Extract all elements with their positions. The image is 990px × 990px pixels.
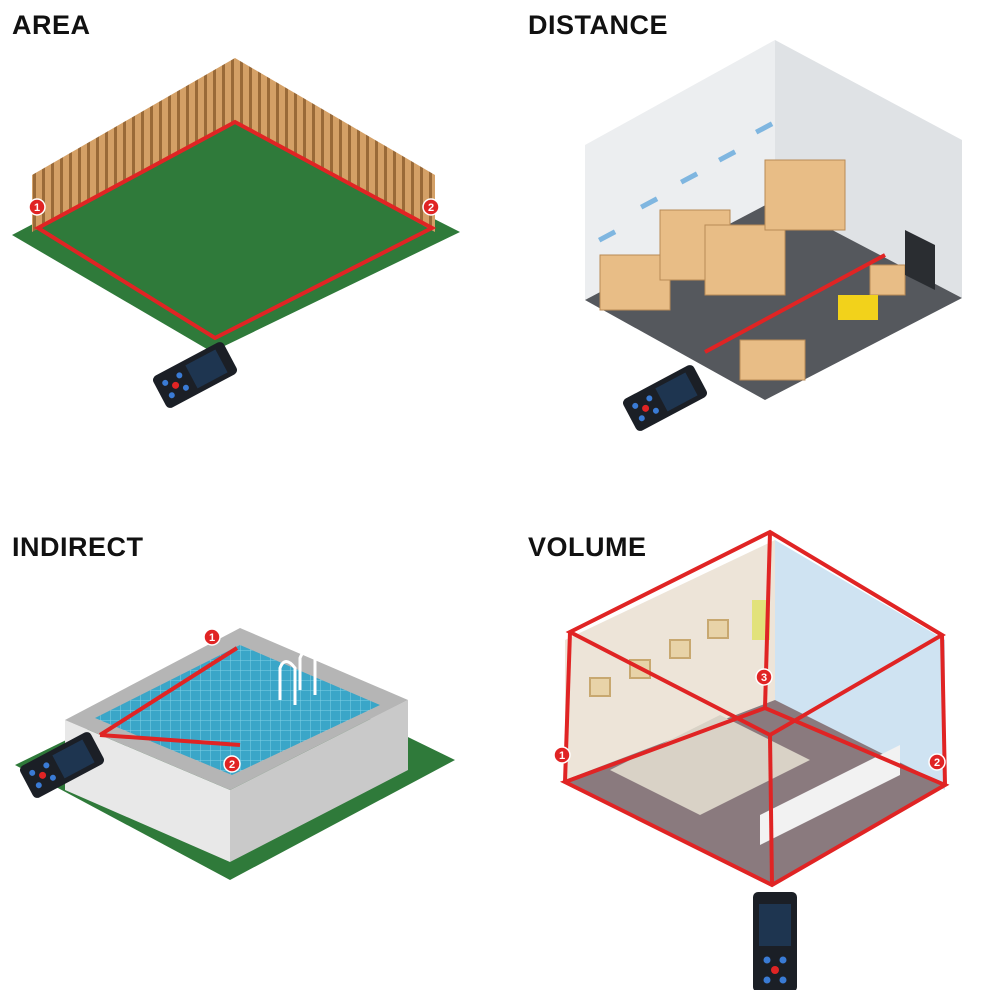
warehouse-floor xyxy=(585,200,962,400)
fence-left xyxy=(32,58,235,232)
laser-measure-device xyxy=(621,363,709,433)
indirect-marker-2: 2 xyxy=(223,755,241,773)
svg-text:1: 1 xyxy=(559,750,565,762)
area-marker-1: 1 xyxy=(28,198,46,216)
svg-text:2: 2 xyxy=(428,202,434,214)
windows xyxy=(598,121,774,243)
svg-text:2: 2 xyxy=(229,759,235,771)
desks xyxy=(610,715,810,815)
svg-text:1: 1 xyxy=(209,632,215,644)
laser-measure-device xyxy=(151,340,239,410)
area-title: AREA xyxy=(12,10,91,40)
pallet-stacks xyxy=(599,159,906,381)
laser-line-1 xyxy=(98,646,239,737)
warehouse-back-wall xyxy=(585,40,775,300)
area-scene: 1 2 xyxy=(12,58,460,410)
volume-title: VOLUME xyxy=(528,532,647,562)
laser-distance-line xyxy=(704,253,886,354)
indirect-title: INDIRECT xyxy=(12,532,144,562)
distance-scene xyxy=(585,40,962,433)
pool-water xyxy=(95,645,380,775)
pool-ladder xyxy=(278,650,317,705)
forklift xyxy=(838,295,878,320)
laser-measure-device xyxy=(753,892,797,990)
warehouse-right-wall xyxy=(775,40,962,298)
reception-desk xyxy=(760,745,900,845)
volume-marker-2: 2 xyxy=(928,753,946,771)
laser-area-outline xyxy=(34,119,437,341)
volume-marker-1: 1 xyxy=(553,746,571,764)
pool-wall-right xyxy=(230,700,408,862)
indirect-scene: 1 2 xyxy=(15,628,455,880)
indirect-marker-1: 1 xyxy=(203,628,221,646)
svg-text:2: 2 xyxy=(934,757,940,769)
pool-wall-left xyxy=(65,720,230,862)
area-marker-2: 2 xyxy=(422,198,440,216)
fence-right xyxy=(235,58,435,232)
svg-text:3: 3 xyxy=(761,672,767,684)
volume-scene: 1 2 3 xyxy=(553,529,950,990)
distance-title: DISTANCE xyxy=(528,10,669,40)
svg-text:1: 1 xyxy=(34,202,40,214)
laser-line-2 xyxy=(99,733,241,747)
loading-door xyxy=(905,230,935,290)
volume-marker-3: 3 xyxy=(755,668,773,686)
